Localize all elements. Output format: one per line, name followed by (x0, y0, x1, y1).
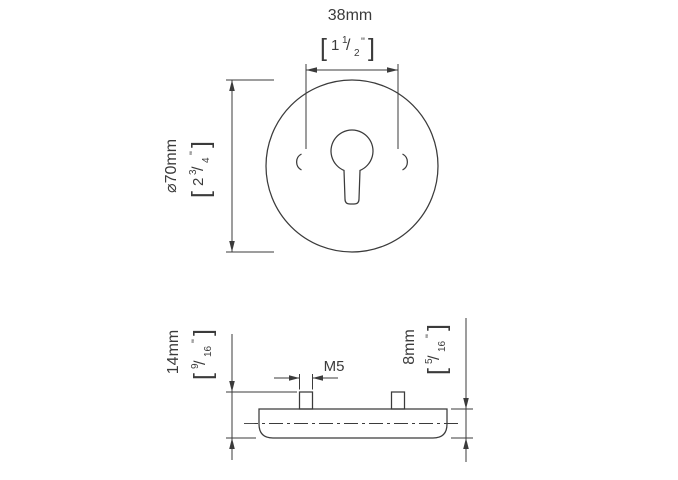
bracket-close: ] (189, 329, 217, 336)
arrowhead-up (463, 438, 469, 449)
inch-mark: " (188, 151, 200, 155)
screw-hole-right-arc (402, 153, 408, 171)
bracket-close: ] (423, 324, 451, 331)
arrowhead-right (387, 67, 398, 73)
dimension-metric-label: 38mm (328, 7, 372, 24)
denominator: 2 (354, 48, 360, 59)
fraction-slash: / (346, 37, 351, 54)
denominator: 16 (437, 340, 448, 352)
thread-label: M5 (324, 358, 345, 375)
numerator: 3 (188, 169, 199, 175)
dimension-imperial-label: [ 5 / 16 " ] (423, 324, 451, 375)
arrowhead-up (229, 438, 235, 449)
fraction-slash: / (190, 166, 207, 171)
inch-mark: " (190, 339, 202, 343)
bracket-close: ] (187, 141, 215, 148)
height-metric-text: 14mm (165, 330, 182, 374)
bracket-open: [ (189, 373, 217, 380)
inch-mark: " (424, 334, 436, 338)
rose-outline-circle (265, 79, 439, 253)
dimension-height-14mm: 14mm [ 9 / 16 " ] (165, 329, 297, 460)
screw-post-left (298, 391, 314, 410)
arrowhead-left (306, 67, 317, 73)
whole-number: 1 (331, 37, 339, 54)
denominator: 4 (201, 157, 212, 163)
dimension-thickness-8mm: 8mm [ 5 / 16 " ] (401, 318, 473, 462)
bracket-open: [ (320, 34, 327, 62)
numerator: 1 (342, 35, 348, 46)
side-view: M5 14mm [ 9 / 16 " ] (165, 318, 473, 462)
screw-hole-left-arc (296, 153, 302, 171)
arrowhead-down (229, 381, 235, 392)
top-view: 38mm [ 1 1 / 2 " ] ⌀70mm [ 2 (163, 7, 439, 253)
arrowhead-left (312, 375, 323, 381)
diameter-metric-text: ⌀70mm (163, 139, 180, 193)
rose-profile-body (258, 408, 448, 439)
whole-number: 2 (190, 178, 207, 186)
dimension-width-38mm: 38mm [ 1 1 / 2 " ] (305, 7, 399, 149)
bracket-close: ] (368, 34, 375, 62)
arrowhead-down (463, 398, 469, 409)
dimension-imperial-label: [ 2 3 / 4 " ] (187, 141, 215, 198)
arrowhead-right (289, 375, 300, 381)
arrowhead-down (229, 241, 235, 252)
numerator: 5 (424, 358, 435, 364)
euro-cylinder-keyhole (330, 129, 374, 205)
dimension-metric-label: 8mm (401, 329, 418, 365)
dimension-metric-label: 14mm (165, 330, 182, 374)
dimension-diameter-70mm: ⌀70mm [ 2 3 / 4 " ] (163, 79, 274, 253)
fraction-slash: / (426, 355, 443, 360)
dimension-thread-m5: M5 (274, 358, 344, 390)
fraction-slash: / (192, 360, 209, 365)
dimension-metric-label: ⌀70mm (163, 139, 180, 193)
screw-post-right (390, 391, 406, 410)
inch-mark: " (361, 36, 365, 48)
numerator: 9 (190, 363, 201, 369)
dimension-imperial-label: [ 9 / 16 " ] (189, 329, 217, 380)
dimension-imperial-label: [ 1 1 / 2 " ] (320, 34, 375, 62)
thickness-metric-text: 8mm (401, 329, 418, 365)
arrowhead-up (229, 80, 235, 91)
bracket-open: [ (187, 191, 215, 198)
bracket-open: [ (423, 368, 451, 375)
denominator: 16 (203, 345, 214, 357)
